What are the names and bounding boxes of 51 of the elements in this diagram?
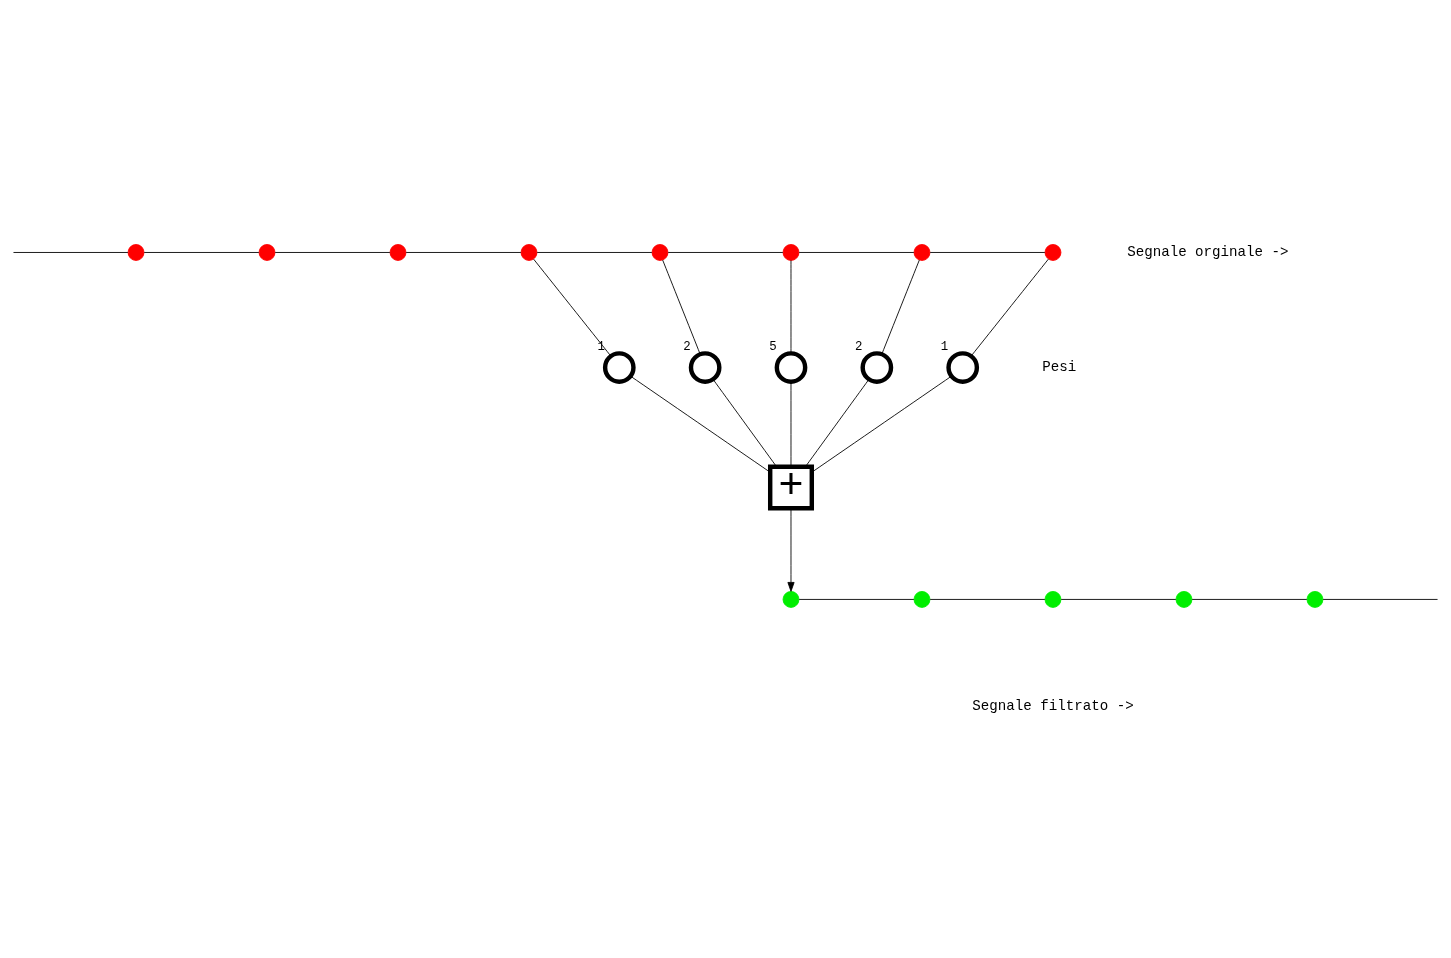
node-circle <box>774 350 808 384</box>
node-label: 5 <box>769 339 777 354</box>
node-circle <box>1044 590 1062 608</box>
connector <box>929 251 1046 253</box>
connector <box>405 251 522 253</box>
connector <box>811 375 952 473</box>
connector <box>630 375 771 473</box>
node-circle <box>1306 590 1324 608</box>
node-label: 2 <box>683 339 691 354</box>
node-circle <box>1175 590 1193 608</box>
node-label: 1 <box>597 339 605 354</box>
arrow <box>787 507 795 592</box>
label: Segnale orginale -> <box>1127 243 1289 260</box>
node-label: 1 <box>940 339 949 354</box>
node-circle <box>258 243 276 261</box>
connector <box>1060 598 1177 600</box>
connector <box>805 378 870 467</box>
label: Segnale filtrato -> <box>972 697 1134 714</box>
connector <box>790 259 792 354</box>
node-circle <box>602 350 636 384</box>
node-circle <box>688 350 722 384</box>
node-circle <box>913 590 931 608</box>
connector <box>662 259 701 355</box>
connector <box>1191 598 1308 600</box>
node-circle <box>782 590 800 608</box>
connector <box>536 251 653 253</box>
node-circle <box>946 350 980 384</box>
connector <box>667 251 784 253</box>
connector <box>881 259 920 355</box>
connector <box>790 380 792 467</box>
connector <box>274 251 391 253</box>
connector <box>712 378 777 467</box>
label: Pesi <box>1042 358 1077 375</box>
node-box: + <box>768 463 814 510</box>
node-circle <box>913 243 931 261</box>
node-label: 2 <box>854 339 863 354</box>
connector <box>143 251 260 253</box>
connector <box>798 598 915 600</box>
node-circle <box>651 243 669 261</box>
node-circle <box>782 243 800 261</box>
node-circle <box>860 350 894 384</box>
connector <box>1322 598 1438 600</box>
connector <box>798 251 915 253</box>
connector <box>970 258 1049 356</box>
node-circle <box>127 243 145 261</box>
connector <box>13 251 129 253</box>
node-circle <box>1044 243 1062 261</box>
connector <box>929 598 1046 600</box>
node-circle <box>520 243 538 261</box>
connector <box>533 258 612 356</box>
node-circle <box>389 243 407 261</box>
